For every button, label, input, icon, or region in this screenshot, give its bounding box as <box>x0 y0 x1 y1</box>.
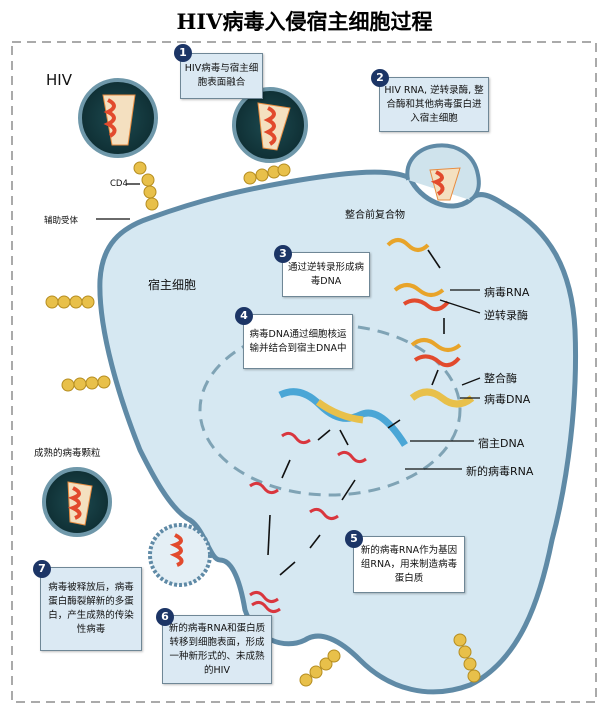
reverse-transcription-stages <box>278 238 475 447</box>
step-7-badge: 7 <box>33 560 51 578</box>
viral-dna-label: 病毒DNA <box>484 393 531 406</box>
hiv-virus-1 <box>78 78 158 158</box>
step-3-badge: 3 <box>274 245 292 263</box>
mature-hiv-virion <box>42 467 112 537</box>
new-viral-rna-label: 新的病毒RNA <box>466 465 534 478</box>
mature-virion-label: 成熟的病毒颗粒 <box>34 448 101 459</box>
host-dna-label: 宿主DNA <box>478 437 525 450</box>
step-3-box: 通过逆转录形成病毒DNA <box>282 252 370 297</box>
step-1-badge: 1 <box>174 44 192 62</box>
integrase-label: 整合酶 <box>484 372 517 385</box>
preintegration-complex-label: 整合前复合物 <box>345 210 405 221</box>
step-2-badge: 2 <box>371 69 389 87</box>
cd4-label: CD4 <box>110 179 128 189</box>
cd4-receptors <box>45 161 481 687</box>
step-1-box: HIV病毒与宿主细胞表面融合 <box>180 53 263 99</box>
step-4-badge: 4 <box>235 307 253 325</box>
reverse-transcriptase-label: 逆转录酶 <box>484 309 528 322</box>
hiv-label: HIV <box>46 71 72 89</box>
step-5-box: 新的病毒RNA作为基因组RNA，用来制造病毒蛋白质 <box>353 536 465 593</box>
leader-lines <box>96 183 481 470</box>
new-viral-rna-strands <box>249 431 367 614</box>
coreceptor-label: 辅助受体 <box>44 216 79 226</box>
hiv-virus-2 <box>232 87 308 163</box>
viral-rna-label: 病毒RNA <box>484 286 530 299</box>
hiv-virus-entering <box>405 143 481 202</box>
step-5-badge: 5 <box>345 530 363 548</box>
budding-immature-hiv <box>148 523 212 587</box>
dashed-frame <box>11 41 597 703</box>
host-cell-label: 宿主细胞 <box>148 278 197 292</box>
diagram-title: HIV病毒入侵宿主细胞过程 <box>176 9 433 34</box>
step-6-badge: 6 <box>156 608 174 626</box>
step-7-box: 病毒被释放后，病毒蛋白酶裂解新的多蛋白，产生成熟的传染性病毒 <box>40 567 142 651</box>
process-arrows <box>267 249 445 576</box>
step-2-box: HIV RNA, 逆转录酶, 整合酶和其他病毒蛋白进入宿主细胞 <box>379 77 489 132</box>
step-4-box: 病毒DNA通过细胞核运输并结合到宿主DNA中 <box>243 314 353 369</box>
step-6-box: 新的病毒RNA和蛋白质转移到细胞表面，形成一种新形式的、未成熟的HIV <box>162 615 272 684</box>
